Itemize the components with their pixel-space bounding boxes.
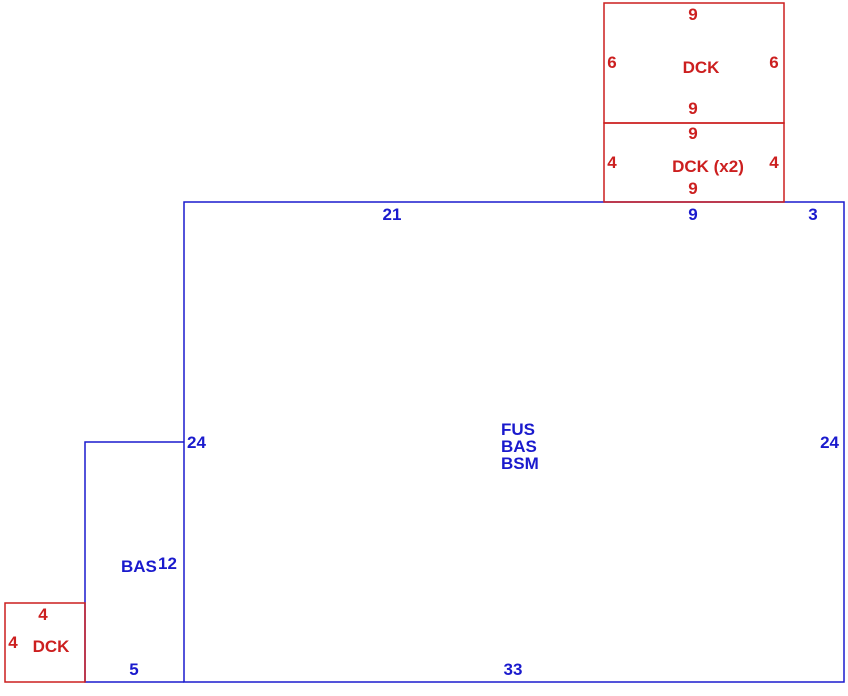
main-area-code-bas: BAS (501, 437, 537, 456)
deck-top-code: DCK (683, 58, 721, 77)
main-area-dim-top-left: 21 (383, 205, 402, 224)
bas-addition-code: BAS (121, 557, 157, 576)
deck-small-dim-top: 4 (38, 605, 48, 624)
deck-top-dim-right: 6 (769, 53, 778, 72)
deck-small: DCK 4 4 (4, 602, 86, 683)
main-area-code-bsm: BSM (501, 454, 539, 473)
main-area-code-fus: FUS (501, 420, 535, 439)
bas-addition-dim-bottom: 5 (129, 660, 138, 679)
deck-middle-dim-left: 4 (607, 153, 617, 172)
deck-middle: DCK (x2) 9 9 4 4 (603, 122, 785, 203)
deck-middle-code: DCK (x2) (672, 157, 744, 176)
deck-small-code: DCK (33, 637, 71, 656)
deck-top: DCK 9 9 6 6 (603, 2, 785, 124)
deck-middle-dim-top: 9 (688, 124, 697, 143)
bas-addition-outline (84, 441, 184, 683)
deck-middle-outline (603, 122, 785, 203)
main-area-dim-top-right-a: 9 (688, 205, 697, 224)
main-area: FUS BAS BSM 21 9 3 24 24 33 (183, 201, 845, 683)
main-area-dim-top-right-b: 3 (808, 205, 817, 224)
deck-middle-dim-bottom: 9 (688, 179, 697, 198)
bas-addition: BAS 12 5 (84, 441, 184, 683)
deck-middle-dim-right: 4 (769, 153, 779, 172)
main-area-dim-right: 24 (820, 433, 839, 452)
bas-addition-dim-side: 12 (158, 554, 177, 573)
main-area-dim-bottom: 33 (504, 660, 523, 679)
deck-small-dim-left: 4 (8, 633, 18, 652)
deck-top-dim-left: 6 (607, 53, 616, 72)
main-area-dim-left: 24 (187, 433, 206, 452)
deck-top-dim-bottom: 9 (688, 99, 697, 118)
deck-small-outline (4, 602, 86, 683)
deck-top-dim-top: 9 (688, 5, 697, 24)
